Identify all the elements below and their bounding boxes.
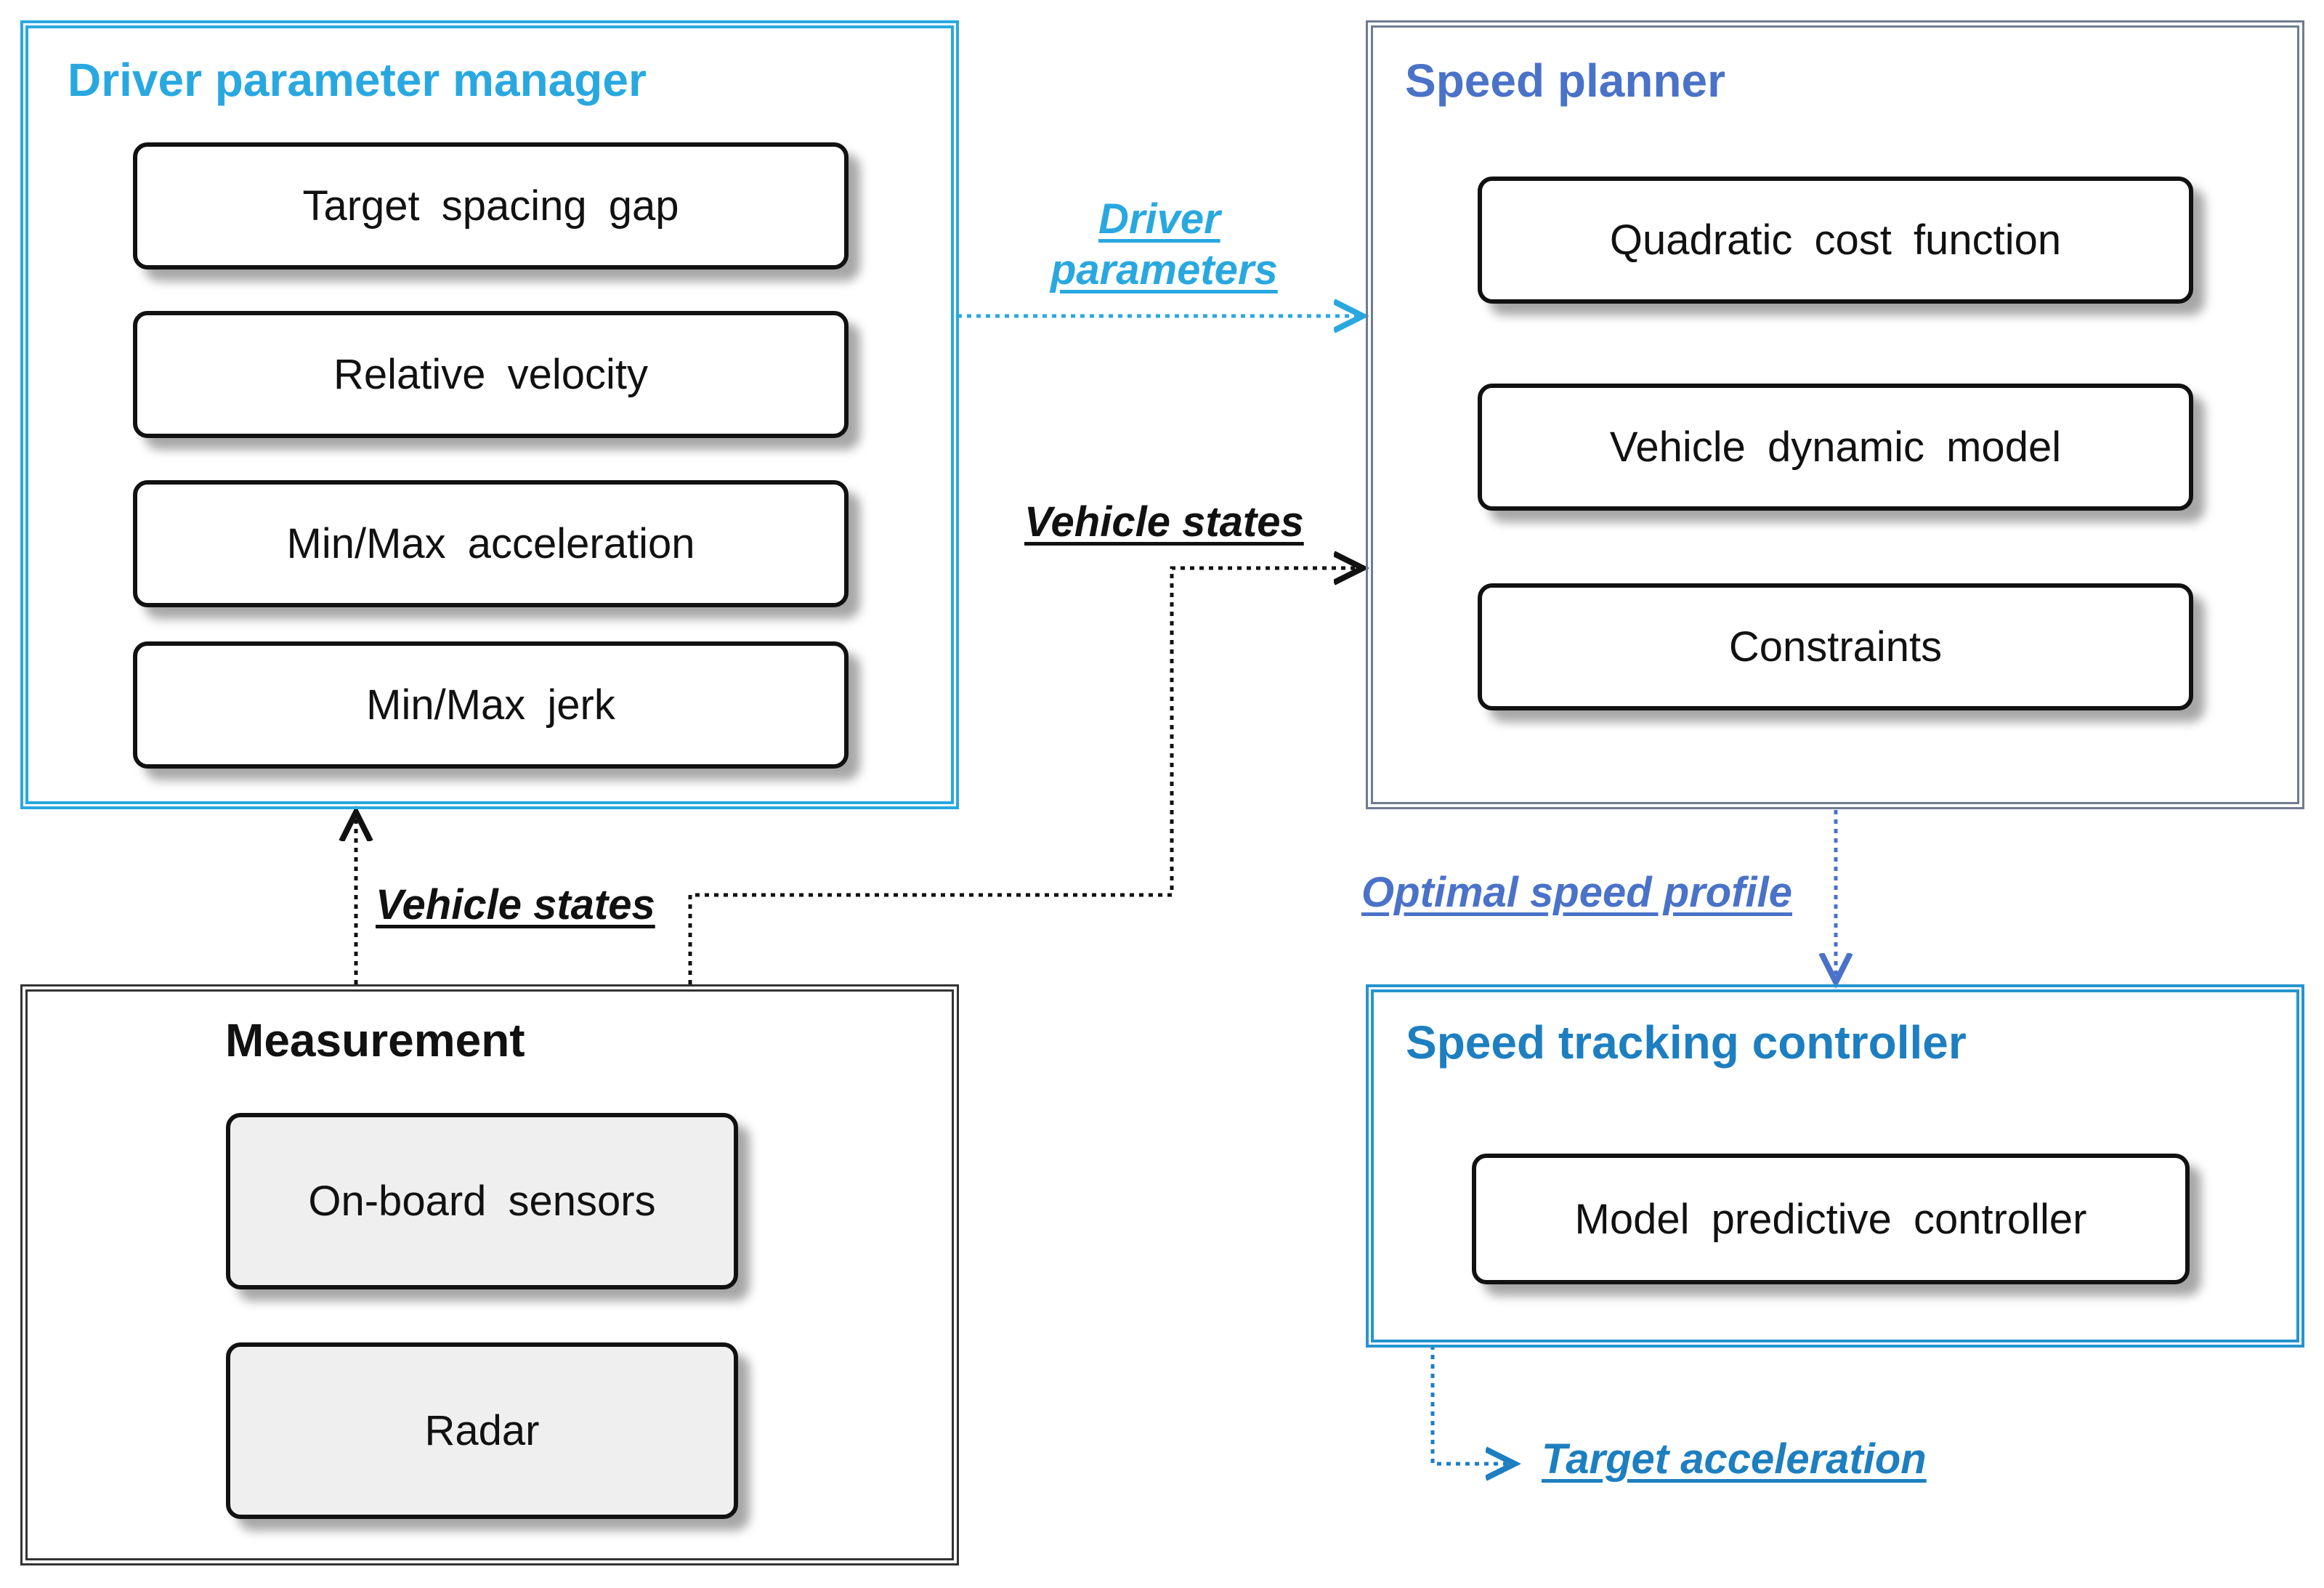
min-max-jerk-box: Min/Max jerk <box>133 641 849 769</box>
target-acceleration-label: Target acceleration <box>1542 1435 1927 1483</box>
on-board-sensors-box: On-board sensors <box>226 1113 738 1289</box>
speed-tracking-controller-group: Speed tracking controller <box>1366 984 2304 1348</box>
radar-box: Radar <box>226 1342 738 1519</box>
min-max-acceleration-box: Min/Max acceleration <box>133 480 849 607</box>
speed-tracking-controller-title: Speed tracking controller <box>1406 1016 1967 1069</box>
speed-planner-group: Speed planner <box>1366 20 2304 809</box>
driver-parameters-label-line1: Driver <box>1098 195 1220 243</box>
measurement-group: Measurement <box>20 984 959 1565</box>
speed-planner-title: Speed planner <box>1405 54 1725 107</box>
constraints-box: Constraints <box>1478 583 2193 710</box>
optimal-speed-profile-label: Optimal speed profile <box>1361 869 1792 916</box>
model-predictive-controller-box: Model predictive controller <box>1472 1154 2190 1284</box>
driver-parameter-manager-group: Driver parameter manager <box>20 20 959 809</box>
relative-velocity-box: Relative velocity <box>133 311 849 438</box>
driver-parameters-label-line2: parameters <box>1050 246 1278 293</box>
quadratic-cost-function-box: Quadratic cost function <box>1478 177 2193 304</box>
vehicle-states-label-planner: Vehicle states <box>1024 498 1304 546</box>
vehicle-dynamic-model-box: Vehicle dynamic model <box>1478 384 2193 511</box>
target-acceleration-arrow <box>1430 1345 1515 1464</box>
driver-parameter-manager-title: Driver parameter manager <box>68 54 647 106</box>
vehicle-states-label-driver: Vehicle states <box>376 881 655 928</box>
vehicle-states-to-planner-arrow <box>688 568 1363 984</box>
target-spacing-gap-box: Target spacing gap <box>133 142 849 270</box>
measurement-title: Measurement <box>225 1014 525 1066</box>
